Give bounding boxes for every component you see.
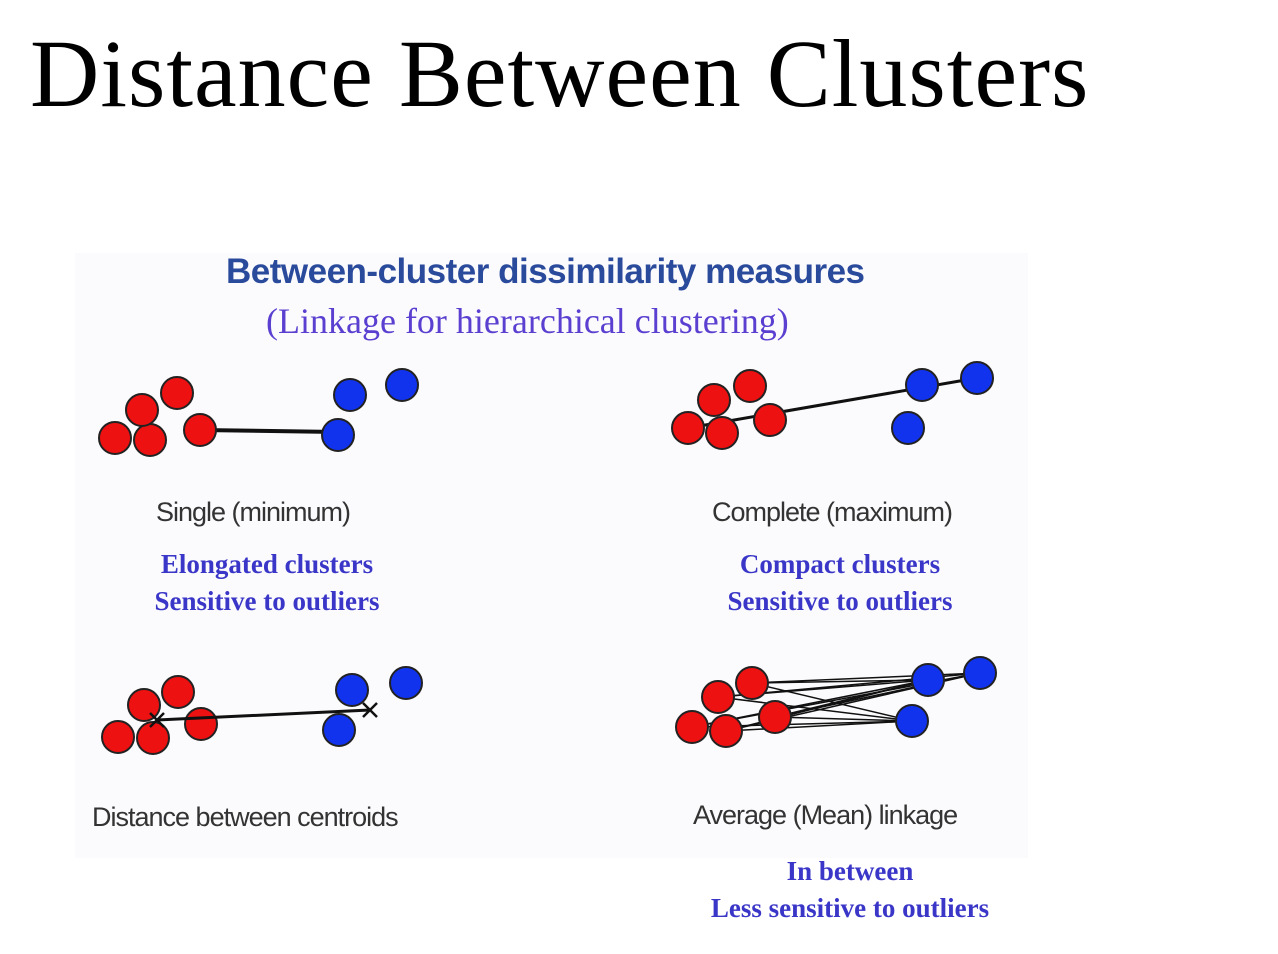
blue-cluster-point [389,666,423,700]
red-cluster-point [127,688,161,722]
linkage-line [149,712,165,728]
figure-title: Between-cluster dissimilarity measures [226,252,865,291]
note: Compact clusters [739,549,941,579]
blue-cluster-point [911,663,945,697]
red-cluster-point [697,383,731,417]
red-cluster-point [98,421,132,455]
linkage-line [751,682,913,722]
red-cluster-point [101,720,135,754]
blue-cluster-point [905,368,939,402]
note: Sensitive to outliers [154,586,380,616]
blue-cluster-point [335,673,369,707]
red-cluster-point [136,721,170,755]
red-cluster-point [183,413,217,447]
red-cluster-point [709,714,743,748]
blue-cluster-point [891,411,925,445]
linkage-line [774,716,913,722]
red-cluster-point [733,369,767,403]
single-linkage-notes: Elongated clusters Sensitive to outliers [132,546,402,620]
linkage-figure [75,253,1028,858]
red-cluster-point [161,675,195,709]
red-cluster-point [133,423,167,457]
blue-cluster-point [895,704,929,738]
centroid-linkage-label: Distance between centroids [92,802,399,832]
average-linkage-notes: In between Less sensitive to outliers [680,853,1020,927]
red-cluster-point [671,411,705,445]
red-cluster-point [758,700,792,734]
red-cluster-point [675,710,709,744]
linkage-line [751,679,929,684]
note: Less sensitive to outliers [710,893,990,923]
red-cluster-point [735,666,769,700]
slide-title: Distance Between Clusters [30,20,1090,127]
red-cluster-point [160,376,194,410]
red-cluster-point [184,707,218,741]
blue-cluster-point [321,418,355,452]
note: In between [786,856,914,886]
blue-cluster-point [963,656,997,690]
complete-linkage-notes: Compact clusters Sensitive to outliers [705,546,975,620]
blue-cluster-point [960,361,994,395]
red-cluster-point [753,403,787,437]
complete-linkage-label: Complete (maximum) [712,497,953,527]
blue-cluster-point [322,713,356,747]
linkage-line [725,720,913,732]
average-linkage-label: Average (Mean) linkage [693,800,958,830]
note: Sensitive to outliers [727,586,953,616]
red-cluster-point [701,680,735,714]
linkage-line [199,428,339,434]
blue-cluster-point [385,368,419,402]
red-cluster-point [705,416,739,450]
red-cluster-point [125,393,159,427]
linkage-line [774,672,981,718]
single-linkage-label: Single (minimum) [156,497,351,527]
linkage-line [362,702,378,718]
note: Elongated clusters [160,549,374,579]
linkage-line [156,708,371,722]
figure-subtitle: (Linkage for hierarchical clustering) [266,301,789,341]
blue-cluster-point [333,378,367,412]
